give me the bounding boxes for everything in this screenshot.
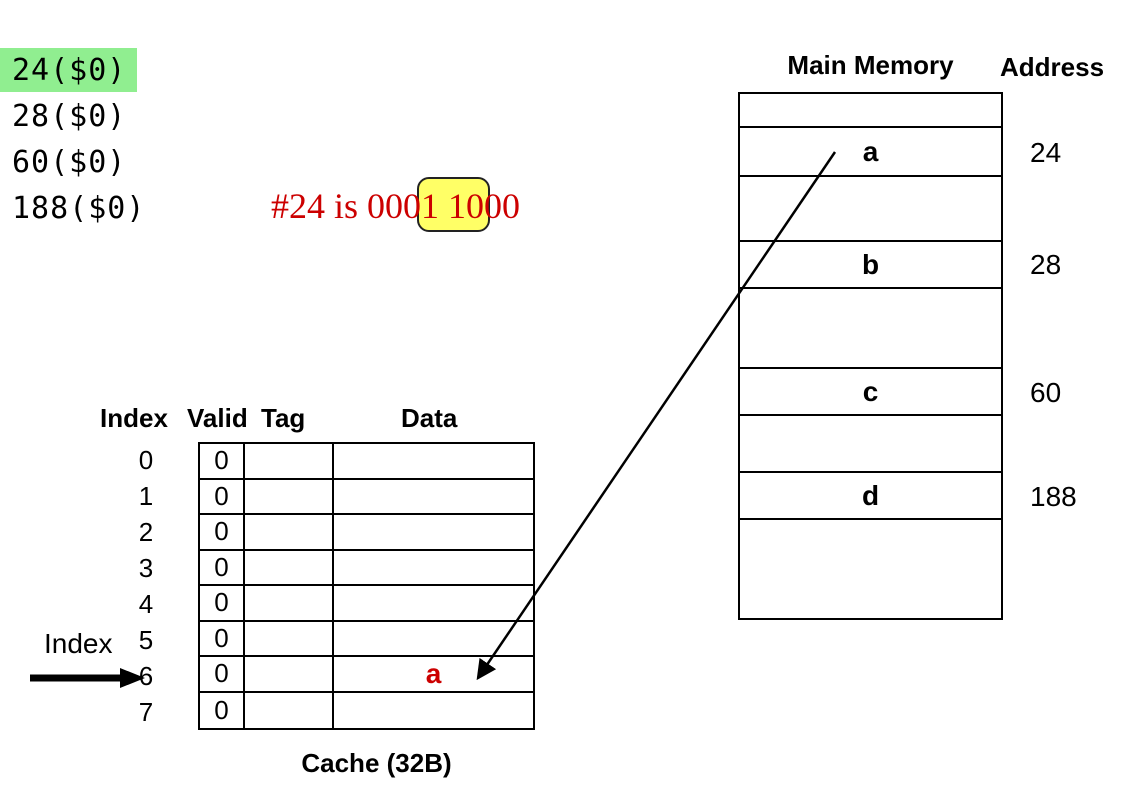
access-list-item-188: 188($0) [12, 190, 146, 226]
address-label-60: 60 [1030, 377, 1062, 408]
access-list-item-60: 60($0) [12, 144, 127, 180]
cache-valid-cell: 0 [200, 657, 245, 693]
access-list-item-28: 28($0) [12, 98, 127, 134]
address-label-28: 28 [1030, 249, 1062, 280]
cache-index-5: 5 [138, 625, 154, 655]
hint-prefix: #24 is 000 [271, 186, 422, 226]
cache-table: 0 0 0 0 0 0 0 a 0 [198, 442, 535, 730]
cache-data-cell [334, 515, 533, 551]
memory-row [740, 177, 1001, 242]
cache-valid-cell: 0 [200, 550, 245, 586]
cache-valid-cell: 0 [200, 515, 245, 551]
cache-index-1: 1 [138, 481, 154, 511]
memory-row-block-a: a [740, 128, 1001, 177]
cache-header-index: Index [100, 403, 168, 433]
cache-caption: Cache (32B) [301, 748, 452, 778]
cache-valid-cell: 0 [200, 586, 245, 622]
cache-index-2: 2 [138, 517, 154, 547]
hint-index-bits-highlight: 1 10 [417, 177, 491, 232]
memory-row-block-b: b [740, 242, 1001, 289]
access-list-item-24: 24($0) [0, 48, 137, 92]
cache-valid-cell: 0 [200, 444, 245, 480]
cache-tag-cell [245, 479, 334, 515]
cache-index-3: 3 [138, 553, 154, 583]
cache-valid-cell: 0 [200, 692, 245, 728]
cache-header-data: Data [401, 403, 458, 433]
cache-index-0: 0 [138, 445, 154, 475]
address-label-24: 24 [1030, 137, 1062, 168]
memory-row-block-d: d [740, 473, 1001, 520]
cache-valid-cell: 0 [200, 479, 245, 515]
address-header: Address [1000, 52, 1105, 82]
main-memory-table: a b c d [738, 92, 1003, 620]
cache-tag-cell [245, 550, 334, 586]
cache-valid-cell: 0 [200, 621, 245, 657]
address-label-188: 188 [1030, 481, 1077, 512]
cache-index-4: 4 [138, 589, 154, 619]
cache-index-column: 0 1 2 3 4 5 6 7 [124, 442, 168, 730]
index-pointer-label: Index [44, 628, 113, 659]
memory-row [740, 94, 1001, 128]
cache-tag-cell [245, 657, 334, 693]
cache-data-cell [334, 444, 533, 480]
cache-data-cell [334, 586, 533, 622]
cache-data-cell [334, 622, 533, 657]
cache-header-valid: Valid [187, 403, 248, 433]
memory-row [740, 289, 1001, 369]
main-memory-title: Main Memory [787, 50, 954, 80]
cache-tag-cell [245, 692, 334, 728]
cache-tag-cell [245, 621, 334, 657]
cache-data-cell [334, 480, 533, 515]
memory-row [740, 416, 1001, 473]
cache-index-7: 7 [138, 697, 154, 727]
hint-suffix: 00 [484, 186, 521, 226]
cache-data-cell-block-a: a [334, 657, 533, 693]
cache-tag-cell [245, 515, 334, 551]
cache-header-tag: Tag [261, 403, 306, 433]
cache-index-6: 6 [138, 661, 154, 691]
memory-row-block-c: c [740, 369, 1001, 416]
memory-row [740, 520, 1001, 618]
cache-data-cell [334, 551, 533, 586]
cache-tag-cell [245, 586, 334, 622]
cache-data-cell [334, 693, 533, 729]
cache-tag-cell [245, 444, 334, 480]
